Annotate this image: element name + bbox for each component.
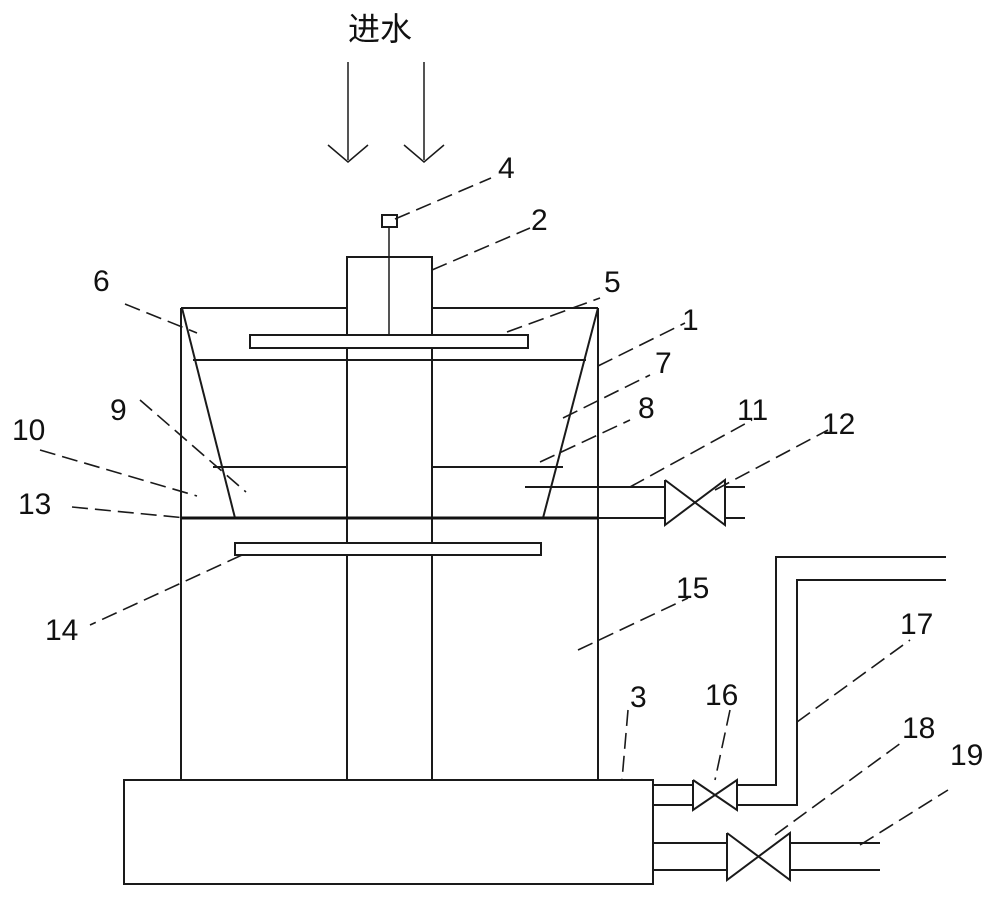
label-16: 16 — [705, 679, 738, 712]
inlet-arrow-left — [327, 62, 369, 163]
label-8: 8 — [638, 392, 655, 425]
label-18: 18 — [902, 712, 935, 745]
label-6: 6 — [93, 265, 110, 298]
label-9: 9 — [110, 394, 127, 427]
upper-outlet-pipe — [525, 486, 745, 519]
side-valve — [692, 778, 738, 812]
label-12: 12 — [822, 408, 855, 441]
upper-plate — [249, 334, 529, 349]
label-17: 17 — [900, 608, 933, 641]
number-labels: 1 2 3 4 5 6 7 8 9 10 11 12 13 14 15 16 1… — [12, 152, 983, 772]
label-11: 11 — [737, 394, 768, 427]
label-10: 10 — [12, 414, 45, 447]
upper-valve — [664, 478, 726, 527]
label-7: 7 — [655, 347, 672, 380]
label-2: 2 — [531, 204, 548, 237]
sensor — [381, 214, 398, 348]
funnel — [181, 307, 599, 519]
drain-valve — [726, 831, 791, 882]
label-15: 15 — [676, 572, 709, 605]
label-5: 5 — [604, 266, 621, 299]
label-13: 13 — [18, 488, 51, 521]
inlet-arrow-right — [403, 62, 445, 163]
label-4: 4 — [498, 152, 515, 185]
label-19: 19 — [950, 739, 983, 772]
label-3: 3 — [630, 681, 647, 714]
drain-pipe — [653, 842, 880, 871]
lower-plate — [234, 542, 542, 556]
base-box — [123, 779, 654, 885]
leader-lines — [39, 177, 949, 846]
inlet-label: 进水 — [348, 10, 412, 48]
label-14: 14 — [45, 614, 78, 647]
label-1: 1 — [682, 304, 699, 337]
side-pipe — [653, 556, 946, 806]
